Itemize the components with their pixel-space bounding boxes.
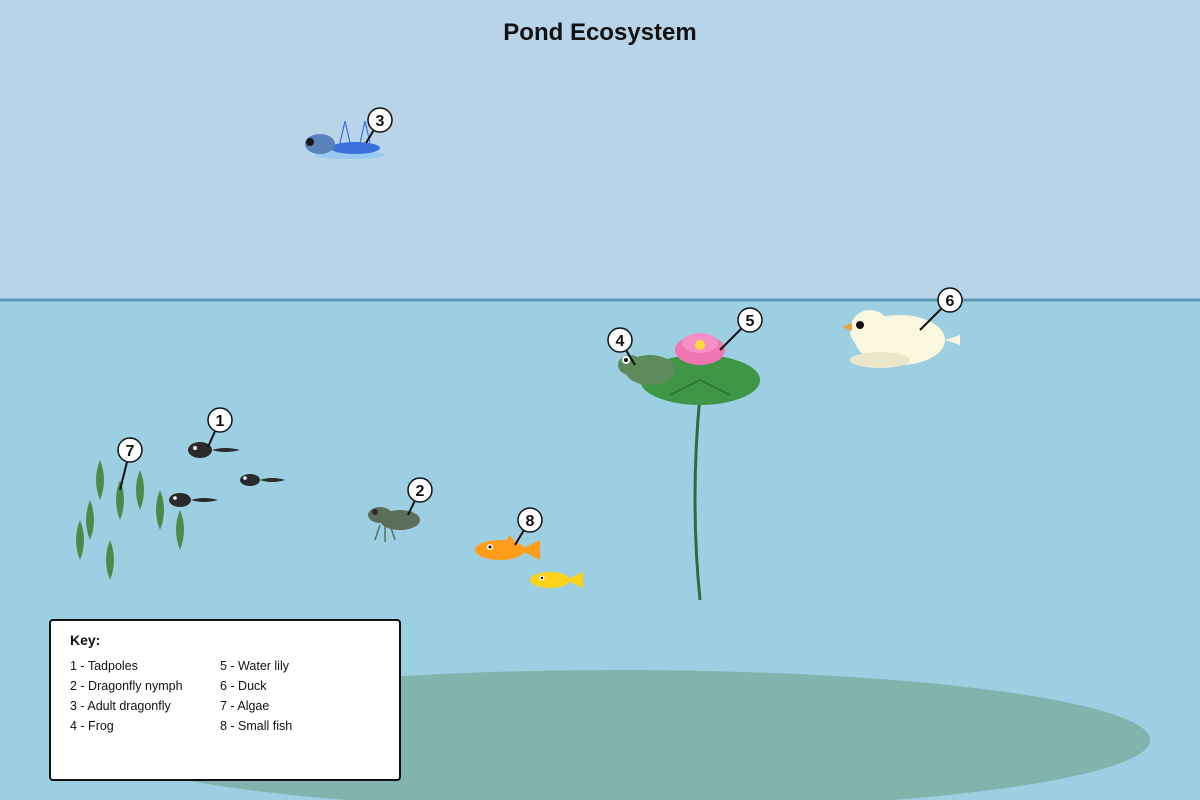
tadpoles [169, 442, 285, 507]
key-item: 8 - Small fish [220, 719, 292, 733]
key-item: 3 - Adult dragonfly [70, 699, 172, 713]
tadpole [169, 493, 218, 507]
callout-5: 5 [737, 307, 763, 333]
callout-1: 1 [207, 407, 233, 433]
callout-number: 5 [746, 313, 755, 330]
callout-6: 6 [937, 287, 963, 313]
key-item: 4 - Frog [70, 719, 114, 733]
key-item: 5 - Water lily [220, 659, 290, 673]
callout-number: 8 [526, 513, 535, 530]
callout-8: 8 [517, 507, 543, 533]
tadpole [240, 474, 285, 486]
dragonfly-nymph [368, 507, 420, 542]
frog [618, 355, 675, 385]
sky [0, 0, 1200, 300]
callout-number: 7 [126, 443, 135, 460]
callout-2: 2 [407, 477, 433, 503]
small-fish-yellow [530, 572, 583, 588]
adult-dragonfly [305, 120, 385, 159]
callout-number: 1 [216, 413, 225, 430]
callout-3: 3 [367, 107, 393, 133]
algae [76, 460, 184, 580]
key-item: 2 - Dragonfly nymph [70, 679, 183, 693]
callout-number: 2 [416, 483, 425, 500]
callout-7: 7 [117, 437, 143, 463]
callout-number: 6 [946, 293, 955, 310]
key-item: 1 - Tadpoles [70, 659, 138, 673]
key-item: 6 - Duck [220, 679, 267, 693]
key-item: 7 - Algae [220, 699, 269, 713]
callout-number: 4 [616, 333, 625, 350]
callout-number: 3 [376, 113, 385, 130]
tadpole [188, 442, 240, 458]
diagram-title: Pond Ecosystem [503, 19, 696, 46]
key-box: Key: 1 - Tadpoles 2 - Dragonfly nymph 3 … [49, 619, 401, 781]
water-lily [640, 333, 760, 601]
callout-4: 4 [607, 327, 633, 353]
key-title: Key: [70, 632, 100, 648]
small-fish-orange [475, 535, 540, 560]
